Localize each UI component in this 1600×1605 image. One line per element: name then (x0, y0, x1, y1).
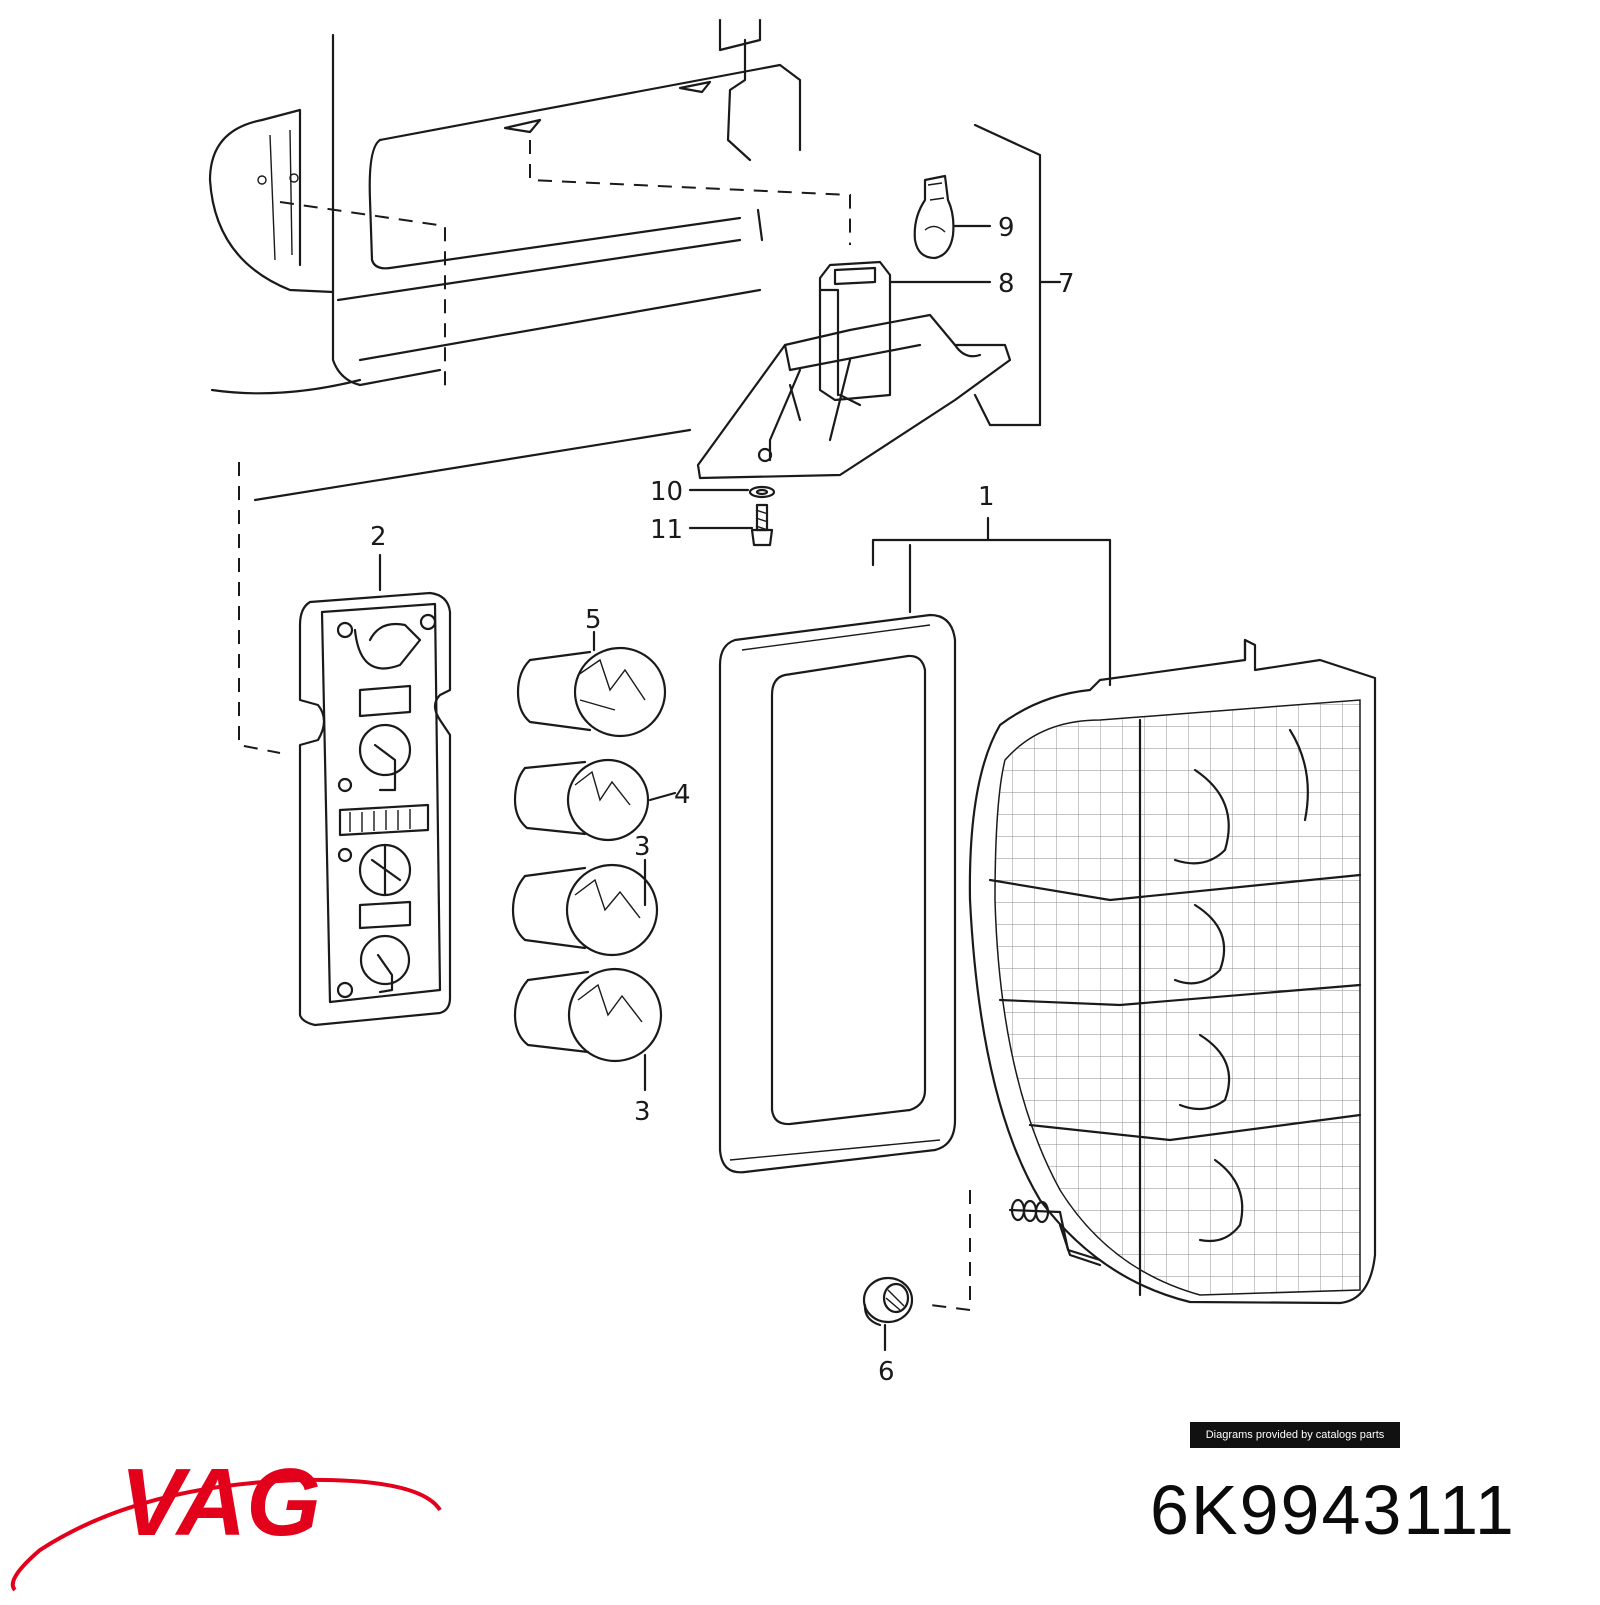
bulb-3a (511, 863, 659, 957)
mounting-studs-and-nut (862, 1198, 1102, 1327)
callout-5: 5 (585, 605, 602, 635)
callout-3-upper: 3 (634, 832, 651, 862)
tail-light-lens (968, 638, 1377, 1305)
callout-10: 10 (650, 477, 683, 507)
tail-light-bulbs (511, 646, 667, 1063)
part-number: 6K9943111 (1150, 1471, 1516, 1549)
callout-9: 9 (998, 213, 1015, 243)
wedge-bulb (913, 174, 955, 260)
license-plate-light (696, 313, 1042, 480)
bulb-4 (513, 758, 650, 842)
bulb-5 (516, 646, 667, 738)
callout-1: 1 (978, 482, 995, 512)
logo-wordmark: VAG (120, 1449, 321, 1556)
logo-swoosh (10, 1477, 442, 1592)
callout-7: 7 (1058, 269, 1075, 299)
vehicle-body (208, 18, 802, 502)
bulb-socket (818, 260, 892, 402)
callout-8: 8 (998, 269, 1015, 299)
bulb-holder-plate (298, 591, 452, 1027)
callout-2: 2 (370, 522, 387, 552)
callout-3-lower: 3 (634, 1097, 651, 1127)
callout-11: 11 (650, 515, 683, 545)
callout-6: 6 (878, 1357, 895, 1387)
washer-and-screw (748, 485, 776, 547)
callout-leaders (378, 123, 1112, 1352)
vag-logo: VAG (0, 1440, 460, 1605)
bulb-3b (513, 967, 663, 1063)
callout-numbers: 1 2 3 3 4 5 6 7 8 9 10 11 (370, 213, 1075, 1387)
lamp-gasket (718, 613, 957, 1174)
assembly-dashed-lines (238, 140, 971, 1312)
diagram-credit-label: Diagrams provided by catalogs parts (1190, 1422, 1400, 1448)
callout-4: 4 (674, 780, 691, 810)
vag-logo-mark: VAG (10, 1449, 442, 1592)
